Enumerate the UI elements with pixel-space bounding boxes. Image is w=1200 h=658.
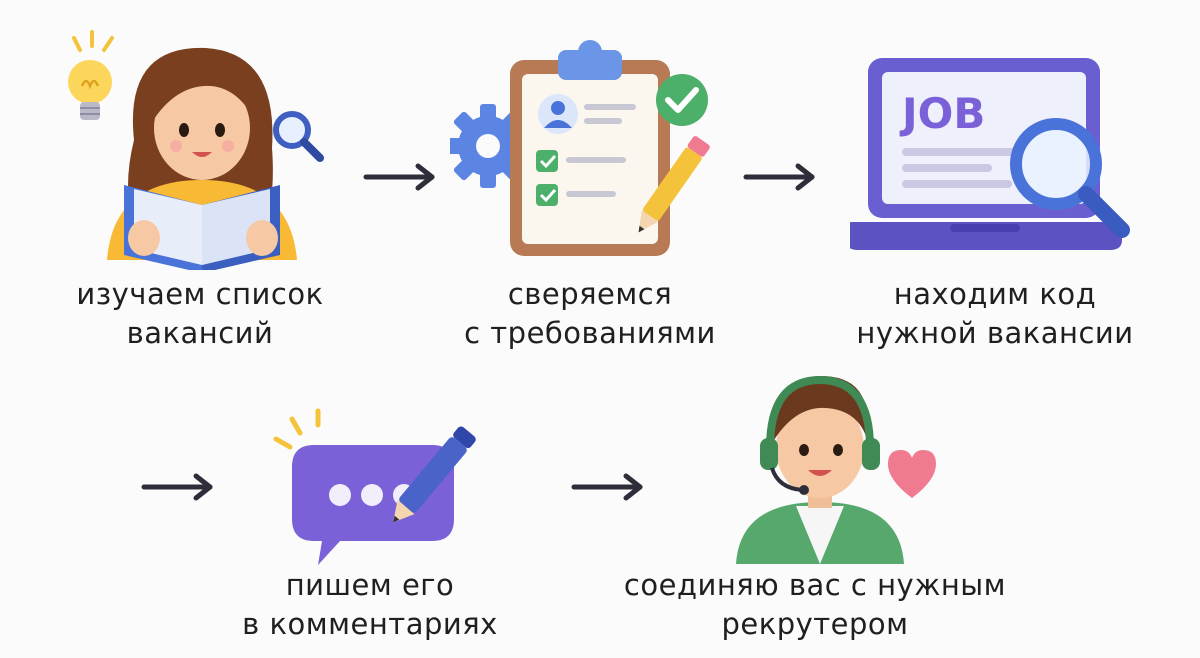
girl-reading-icon <box>68 30 324 270</box>
step-3-illustration: JOB <box>850 52 1140 262</box>
pencil-icon <box>393 426 476 523</box>
lightbulb-icon <box>68 30 114 120</box>
step-1-illustration <box>52 30 332 270</box>
laptop-screen-text: JOB <box>899 89 985 138</box>
step-3-label-line1: находим код <box>893 277 1097 311</box>
step-1-label-line2: вакансий <box>126 316 274 350</box>
step-5-illustration <box>720 368 960 568</box>
arrow-3-icon <box>141 473 213 501</box>
headset-icon <box>760 375 880 495</box>
arrow-4-icon <box>571 473 643 501</box>
step-3-label: находим код нужной вакансии <box>830 275 1160 353</box>
step-4-illustration <box>268 405 484 565</box>
step-4-label: пишем его в комментариях <box>210 566 530 644</box>
check-badge-icon <box>656 74 708 126</box>
step-4-label-line1: пишем его <box>285 568 455 602</box>
heart-icon <box>888 450 936 498</box>
arrow-2-icon <box>743 163 815 191</box>
step-2-illustration <box>450 38 720 258</box>
laptop-job-search-icon: JOB <box>850 58 1130 250</box>
step-5-label-line2: рекрутером <box>721 607 909 641</box>
step-5-label: соединяю вас с нужным рекрутером <box>600 566 1030 644</box>
magnifier-icon <box>1010 118 1130 238</box>
arrow-1-icon <box>363 163 435 191</box>
step-1-label-line1: изучаем список <box>76 277 324 311</box>
magnifier-icon <box>273 111 324 162</box>
step-2-label: сверяемся с требованиями <box>410 275 770 353</box>
step-1-label: изучаем список вакансий <box>40 275 360 353</box>
recruiter-headset-icon <box>736 375 936 564</box>
chat-bubble-pencil-icon <box>273 408 476 565</box>
clipboard-checklist-icon <box>450 40 710 256</box>
step-5-label-line1: соединяю вас с нужным <box>623 568 1007 602</box>
pencil-icon <box>638 136 710 233</box>
step-4-label-line2: в комментариях <box>242 607 498 641</box>
step-2-label-line1: сверяемся <box>507 277 673 311</box>
step-2-label-line2: с требованиями <box>464 316 716 350</box>
step-3-label-line2: нужной вакансии <box>856 316 1134 350</box>
